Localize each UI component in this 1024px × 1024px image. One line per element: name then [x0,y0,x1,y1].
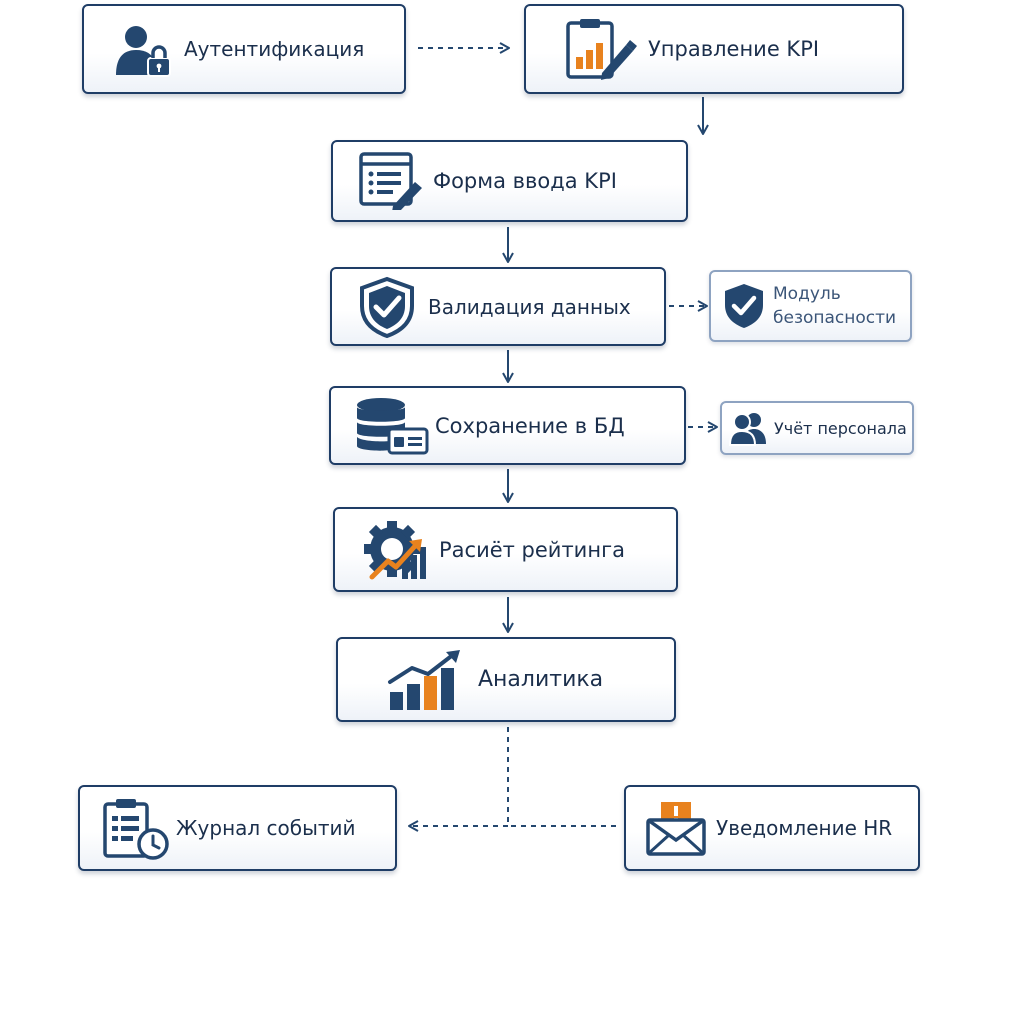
node-hr-notify: Уведомление HR [624,785,920,871]
shield-check-icon [721,282,767,330]
node-label: Расиёт рейтинга [439,537,625,562]
node-label: Управление KPI [648,37,820,61]
database-icon [355,397,431,455]
node-label: Модуль безопасности [773,284,897,328]
node-staff: Учёт персонала [720,401,914,455]
node-auth: Аутентификация [82,4,406,94]
shield-check-icon [354,276,420,338]
clipboard-clock-icon [100,796,174,860]
envelope-alert-icon [644,798,708,858]
node-label: Валидация данных [428,294,631,319]
node-label: Учёт персонала [774,418,907,438]
users-icon [728,410,768,446]
node-analytics: Аналитика [336,637,676,722]
node-label: Аутентификация [184,37,365,61]
user-lock-icon [112,21,176,77]
node-label: Аналитика [478,667,604,692]
node-validation: Валидация данных [330,267,666,346]
gear-chart-icon [361,517,433,583]
form-edit-icon [359,152,425,210]
node-security: Модуль безопасности [709,270,912,342]
node-label: Сохранение в БД [435,413,625,438]
node-label: Форма ввода KPI [433,169,617,193]
bar-chart-icon [384,648,468,712]
node-kpi-form: Форма ввода KPI [331,140,688,222]
node-event-log: Журнал событий [78,785,397,871]
node-label: Журнал событий [176,816,356,840]
node-label: Уведомление HR [716,816,893,840]
node-rating: Расиёт рейтинга [333,507,678,592]
node-kpi-management: Управление KPI [524,4,904,94]
clipboard-chart-icon [562,17,638,81]
node-save-db: Сохранение в БД [329,386,686,465]
